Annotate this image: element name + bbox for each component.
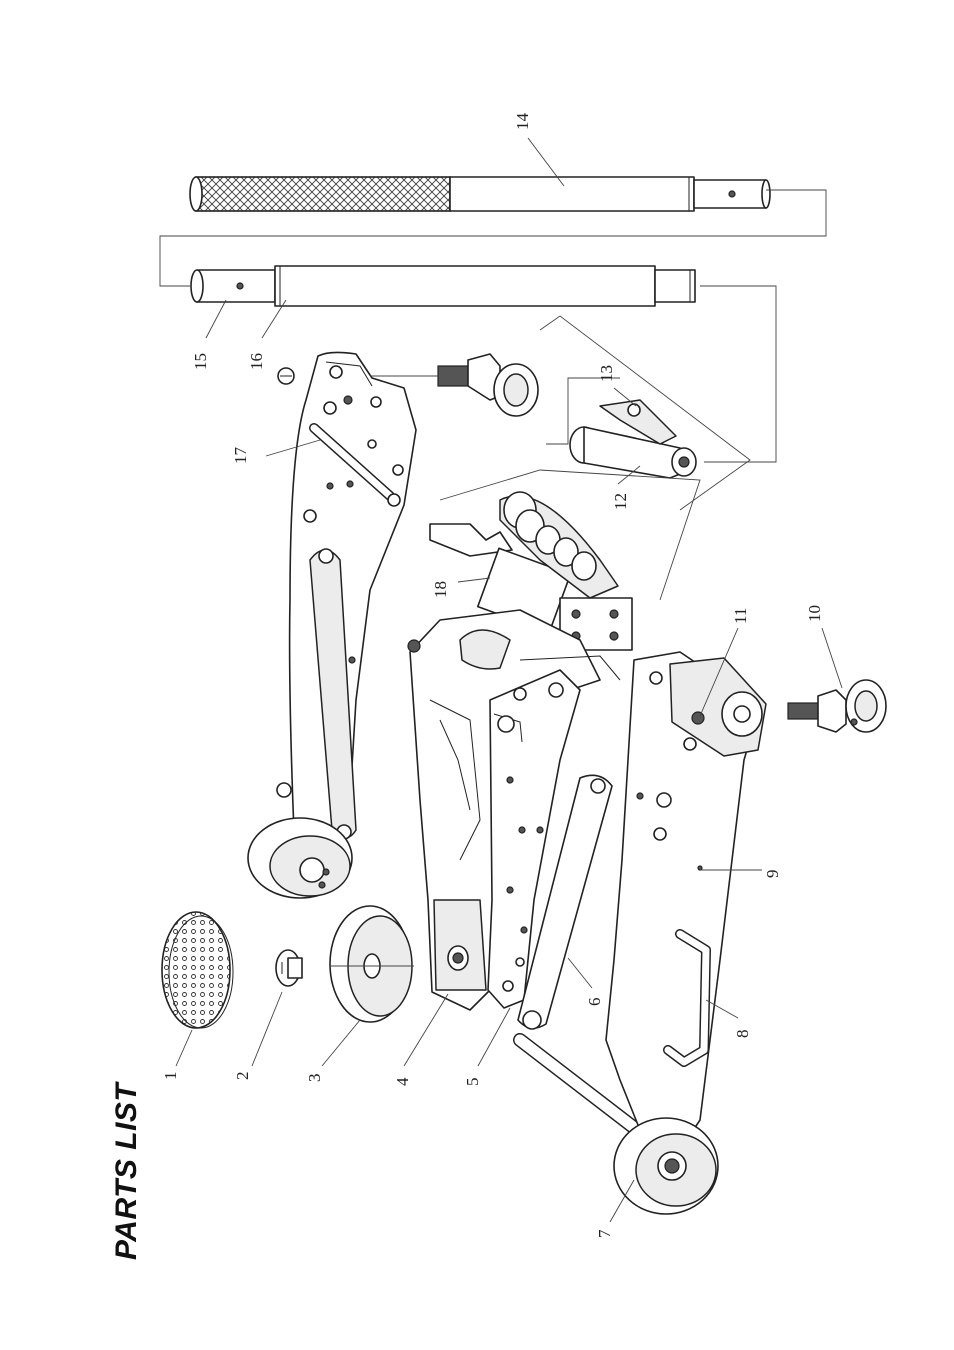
callout-1-label: 1 [161, 1072, 180, 1081]
callout-10: 10 [805, 605, 842, 688]
callout-16: 16 [247, 300, 286, 370]
callout-2: 2 [233, 992, 282, 1080]
part-3-cup [330, 906, 414, 1022]
callout-9-label: 9 [763, 870, 782, 879]
callout-4-label: 4 [393, 1077, 412, 1086]
callout-15: 15 [191, 300, 226, 370]
callout-11-label: 11 [731, 608, 750, 624]
callout-15-label: 15 [191, 353, 210, 370]
part-7-front-roller [614, 1118, 718, 1214]
callout-5-label: 5 [463, 1078, 482, 1087]
callout-10-label: 10 [805, 605, 824, 622]
part-1-filter-disc [162, 912, 233, 1028]
callout-2-label: 2 [233, 1072, 252, 1081]
part-10-caster [788, 680, 886, 732]
part-9-side-frame [606, 652, 766, 1150]
callout-8-label: 8 [733, 1030, 752, 1039]
callout-5: 5 [463, 1008, 510, 1086]
callout-17-label: 17 [231, 447, 250, 465]
callout-3-label: 3 [305, 1074, 324, 1083]
callout-7-label: 7 [595, 1229, 614, 1238]
callout-18-label: 18 [431, 581, 450, 598]
callout-4: 4 [393, 994, 448, 1086]
callout-6: 6 [568, 958, 604, 1006]
callout-13-label: 13 [597, 365, 616, 382]
callout-13: 13 [597, 365, 636, 406]
part-12-handle-socket [540, 316, 750, 510]
part-2-plug [276, 950, 302, 986]
callout-1: 1 [161, 1030, 192, 1080]
callout-16-label: 16 [247, 353, 266, 370]
callout-14-label: 14 [513, 113, 532, 131]
callout-12-label: 12 [611, 493, 630, 510]
callout-14: 14 [513, 113, 564, 187]
callout-6-label: 6 [585, 998, 604, 1007]
callout-3: 3 [305, 1020, 360, 1082]
lift-arm-assembly [248, 352, 416, 898]
